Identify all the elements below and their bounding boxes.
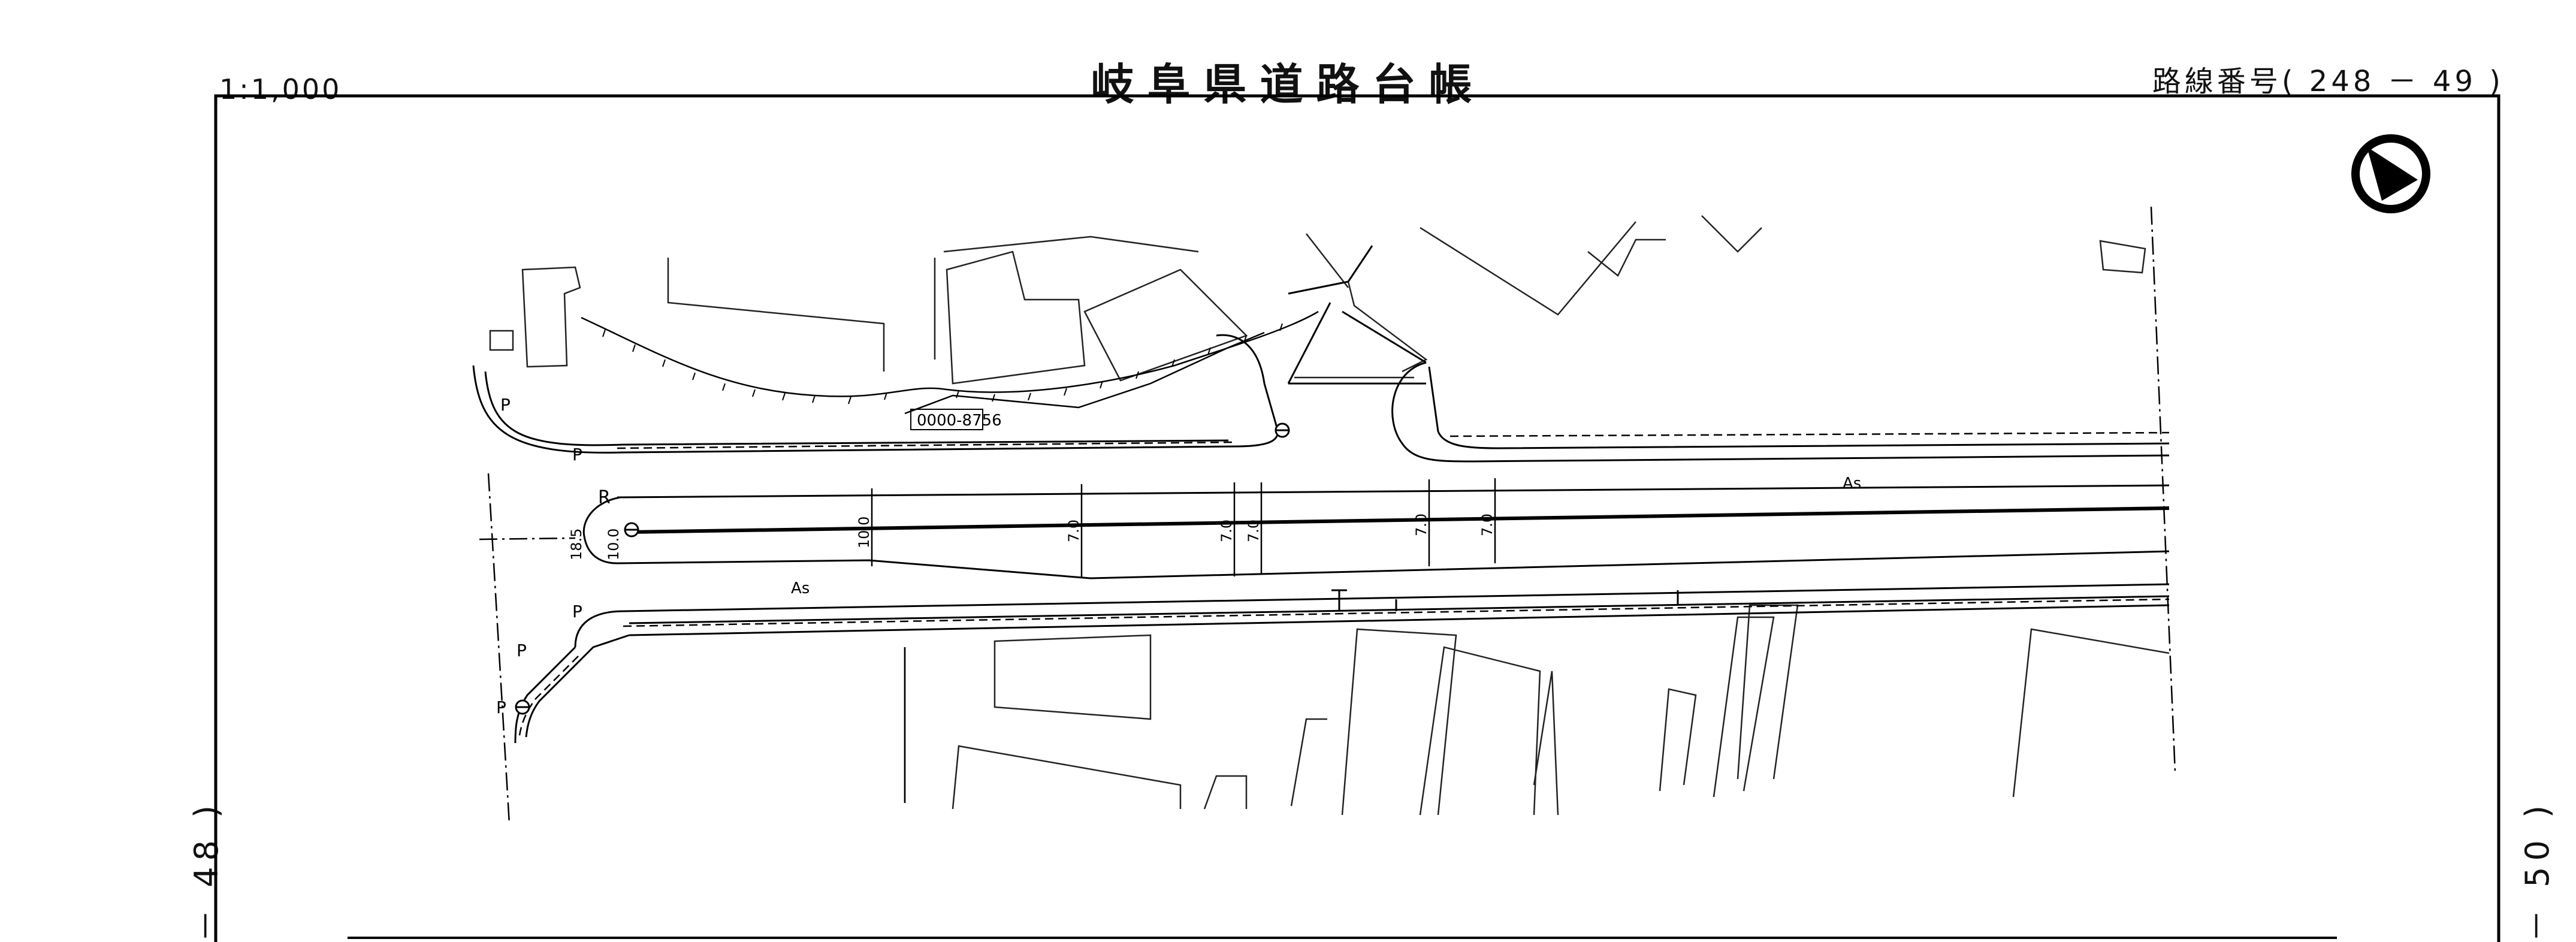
map-scale: 1:1,000 — [219, 73, 342, 105]
sidewalk-edge-upper — [617, 431, 2170, 449]
width-label-main: 18.5 — [568, 529, 585, 560]
width-dimensions — [871, 478, 1496, 578]
parcel-code-label: 0000-8756 — [917, 412, 1002, 430]
road-edges-upper — [472, 245, 2170, 463]
boundary-lines — [479, 206, 2176, 825]
wall-ticks-upper — [602, 323, 1283, 404]
pavement-label-upper: As — [1843, 475, 1861, 493]
width-label-7e: 7.0 — [1479, 514, 1496, 536]
marker-p5: P — [496, 698, 506, 717]
marker-p1: P — [500, 395, 511, 415]
sign-post-icons — [1331, 589, 1679, 611]
marker-r: R — [598, 487, 611, 508]
building-outlines-lower — [904, 604, 2170, 816]
marker-p4: P — [517, 641, 527, 660]
width-label-7a: 7.0 — [1065, 520, 1082, 542]
width-label-mid: 10.0 — [856, 517, 872, 548]
manhole-icon-upper — [515, 422, 1290, 715]
route-number: 路線番号( 248 － 49 ) — [2152, 65, 2504, 98]
map-frame — [214, 94, 2500, 942]
marker-p3: P — [572, 602, 582, 621]
width-label-7d: 7.0 — [1413, 514, 1430, 536]
north-arrow-icon — [2351, 134, 2430, 213]
width-label-start: 10.0 — [605, 529, 622, 560]
sidewalk-edge-lower — [518, 598, 2170, 741]
road-edges-lower — [514, 604, 2170, 744]
pavement-label-lower: As — [791, 579, 810, 597]
parcel-code-box — [910, 409, 983, 430]
page-title: 岐阜県道路台帳 — [1091, 59, 1485, 110]
carriageway — [574, 484, 2170, 648]
marker-p2: P — [572, 445, 582, 464]
retaining-wall-upper — [581, 310, 1319, 415]
width-label-7b: 7.0 — [1218, 520, 1235, 542]
width-label-7c: 7.0 — [1245, 520, 1262, 542]
building-outlines-upper — [489, 215, 2146, 385]
